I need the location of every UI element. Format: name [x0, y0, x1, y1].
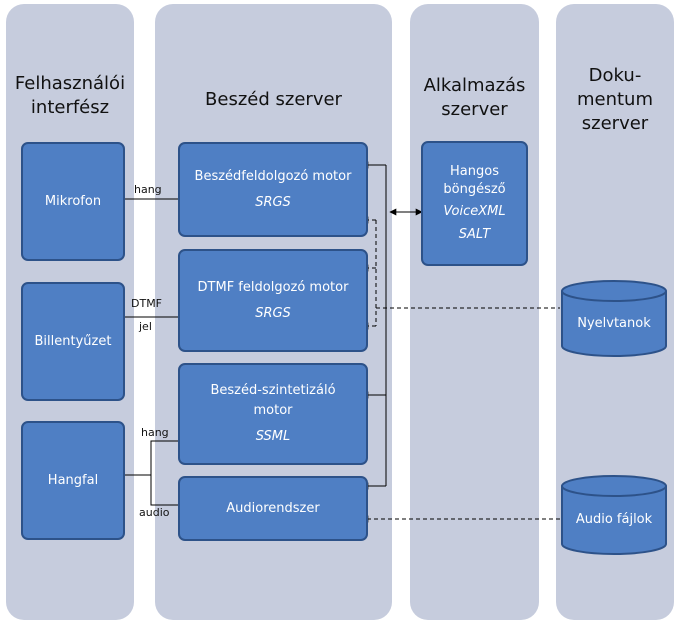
- box-hangfal: Hangfal: [21, 421, 125, 540]
- mikrofon-label: Mikrofon: [44, 193, 102, 209]
- audiorendszer-label: Audiorendszer: [226, 500, 320, 516]
- bongeszo-salt: SALT: [458, 226, 491, 242]
- edge-label-hang-in: hang: [134, 183, 162, 196]
- box-beszedfeldolgozo-motor: Beszédfeldolgozó motor SRGS: [178, 142, 368, 237]
- lane-title-document-server: Doku- mentum szerver: [576, 65, 654, 134]
- hangfal-label: Hangfal: [47, 472, 99, 488]
- dtmf-title: DTMF feldolgozó motor: [197, 279, 349, 295]
- lane-title-user-interface: Felhasználói interfész: [14, 73, 126, 118]
- lane-application-server: Alkalmazás szerver: [410, 4, 539, 620]
- nyelvtanok-label: Nyelvtanok: [577, 316, 651, 331]
- lane-title-speech-server: Beszéd szerver: [205, 89, 342, 110]
- billentyuzet-label: Billentyűzet: [34, 333, 112, 349]
- box-billentyuzet: Billentyűzet: [21, 282, 125, 401]
- arrow-audio-to-speaker: [150, 440, 178, 506]
- szintetizalo-sub: SSML: [255, 429, 291, 444]
- bongeszo-title: Hangos böngésző: [443, 163, 506, 197]
- box-hangos-bongeszo: Hangos böngésző VoiceXML SALT: [421, 141, 528, 266]
- edge-label-hang-out: hang: [141, 426, 169, 439]
- box-szintetizalo-motor: Beszéd-szintetizáló motor SSML: [178, 363, 368, 465]
- database-audio-fajlok: [561, 475, 667, 555]
- edge-label-jel: jel: [139, 320, 152, 333]
- box-mikrofon: Mikrofon: [21, 142, 125, 261]
- dtmf-sub: SRGS: [255, 305, 291, 321]
- lane-title-application-server: Alkalmazás szerver: [423, 75, 526, 120]
- szintetizalo-title: Beszéd-szintetizáló motor: [210, 383, 336, 418]
- edge-label-dtmf: DTMF: [131, 297, 163, 310]
- database-nyelvtanok: [561, 280, 667, 357]
- bongeszo-voicexml: VoiceXML: [443, 203, 506, 219]
- box-audiorendszer: Audiorendszer: [178, 476, 368, 541]
- beszedfeldolgozo-title: Beszédfeldolgozó motor: [194, 168, 352, 184]
- edge-label-audio: audio: [139, 506, 170, 519]
- audio-fajlok-label: Audio fájlok: [575, 512, 653, 527]
- box-dtmf-motor: DTMF feldolgozó motor SRGS: [178, 249, 368, 352]
- beszedfeldolgozo-sub: SRGS: [255, 194, 291, 210]
